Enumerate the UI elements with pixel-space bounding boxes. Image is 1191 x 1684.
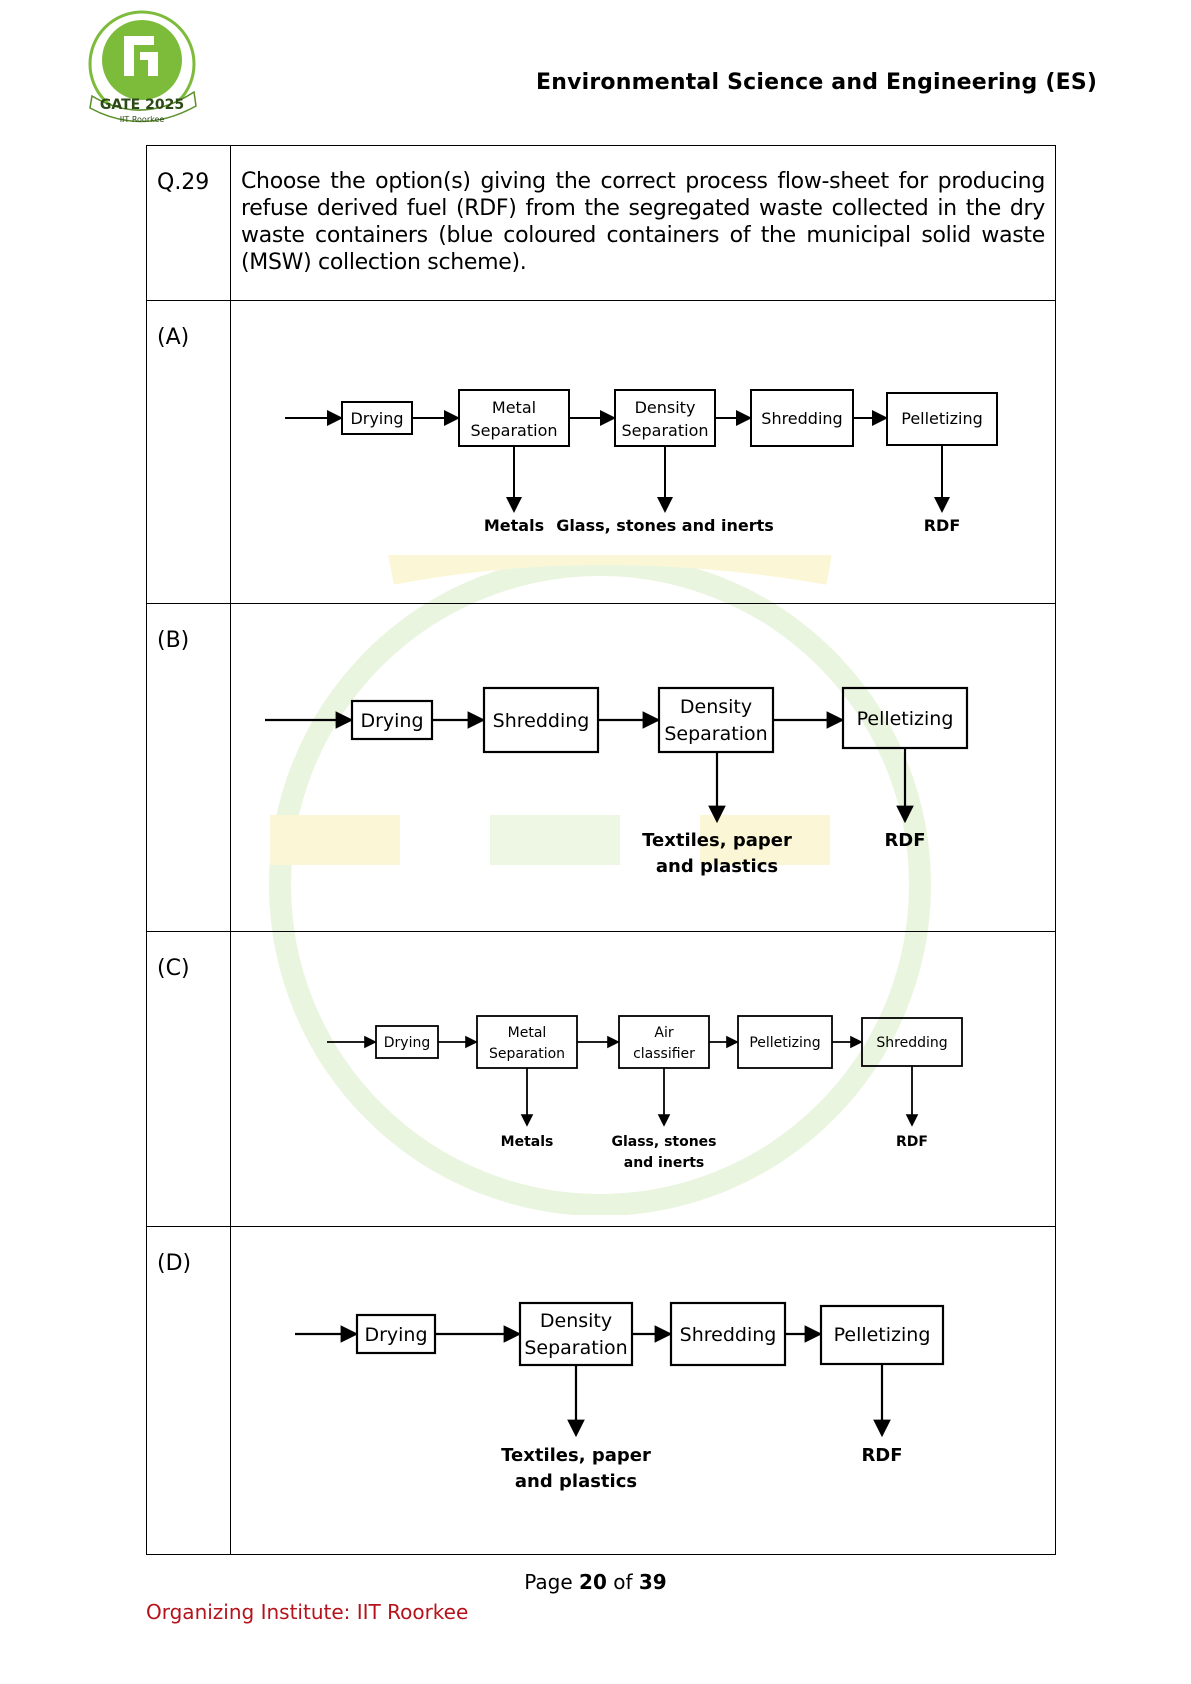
flow-diagram-c: Drying Metal Separation Air classifier P… [327,1015,963,1171]
output-label: and inerts [624,1155,705,1171]
option-label-c[interactable]: (C) [146,931,231,1227]
output-label: Metals [484,516,544,535]
question-table: Q.29 Choose the option(s) giving the cor… [146,145,1056,1555]
step-label: Density [680,696,752,718]
gate-2025-logo: GATE 2025 IIT Roorkee [88,10,197,124]
step-label: Shredding [876,1035,947,1051]
flow-diagram-a: Drying Metal Separation Density Separati… [285,389,998,535]
step-label: Metal [492,398,536,417]
page-prefix: Page [524,1570,573,1594]
step-label: Shredding [493,710,590,732]
step-label: Drying [360,710,423,732]
logo-subtext: IIT Roorkee [120,115,165,124]
output-label: RDF [861,1445,902,1466]
output-label: Textiles, paper [501,1445,651,1466]
step-label: Separation [664,723,767,745]
option-d-diagram: Drying Density Separation Shredding Pell… [230,1226,1056,1555]
output-label: and plastics [515,1471,637,1492]
output-label: RDF [884,830,925,851]
step-label: Separation [524,1337,627,1359]
step-label: Pelletizing [834,1324,931,1346]
step-label: Separation [622,421,709,440]
step-label: Density [635,398,696,417]
output-label: Glass, stones [611,1134,716,1150]
page-of: of [613,1570,633,1594]
logo-text: GATE 2025 [100,97,184,113]
flow-diagram-d: Drying Density Separation Shredding Pell… [295,1301,945,1492]
option-c-diagram: Drying Metal Separation Air classifier P… [230,931,1056,1227]
question-text: Choose the option(s) giving the correct … [230,145,1056,301]
step-label: Separation [471,421,558,440]
page-header-title: Environmental Science and Engineering (E… [536,70,1098,95]
step-label: Metal [508,1025,547,1041]
step-label: Pelletizing [901,409,983,428]
step-label: Air [654,1025,673,1041]
step-label: classifier [633,1046,695,1062]
option-a-diagram: Drying Metal Separation Density Separati… [230,300,1056,604]
output-label: and plastics [656,856,778,877]
step-label: Drying [384,1035,430,1051]
question-number: Q.29 [146,145,231,301]
output-label: RDF [896,1134,928,1150]
step-label: Pelletizing [857,708,954,730]
option-label-a[interactable]: (A) [146,300,231,604]
page-number: Page 20 of 39 [0,1570,1191,1594]
flow-diagram-b: Drying Shredding Density Separation Pell… [265,686,969,877]
question-row: Q.29 Choose the option(s) giving the cor… [146,145,1056,301]
option-row-a: (A) [146,300,1056,604]
output-label: Glass, stones and inerts [556,516,774,535]
option-b-diagram: Drying Shredding Density Separation Pell… [230,603,1056,932]
step-label: Drying [350,409,403,428]
footer-organizer: Organizing Institute: IIT Roorkee [146,1600,469,1624]
step-label: Pelletizing [749,1035,820,1051]
output-label: Metals [501,1134,554,1150]
step-label: Separation [489,1046,565,1062]
step-label: Density [540,1310,612,1332]
page-current: 20 [579,1570,607,1594]
option-row-b: (B) Drying Shredding [146,603,1056,932]
page-total: 39 [638,1570,667,1594]
step-label: Shredding [680,1324,777,1346]
output-label: Textiles, paper [642,830,792,851]
option-label-b[interactable]: (B) [146,603,231,932]
option-row-d: (D) Drying Density [146,1226,1056,1555]
step-label: Drying [364,1324,427,1346]
output-label: RDF [924,516,961,535]
option-label-d[interactable]: (D) [146,1226,231,1555]
step-label: Shredding [761,409,842,428]
option-row-c: (C) [146,931,1056,1227]
